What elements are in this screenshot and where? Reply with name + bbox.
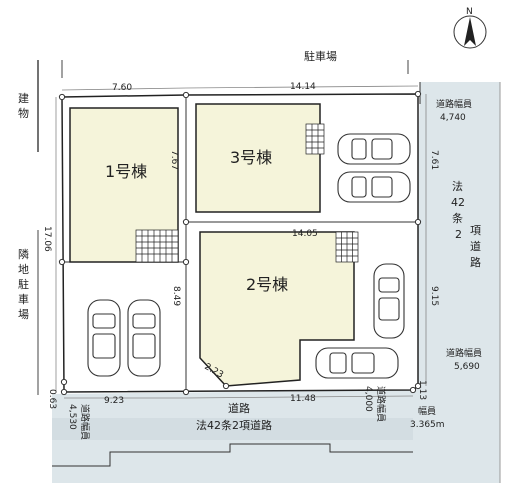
car-icon (87, 299, 121, 377)
dim-bottom-right: 11.48 (290, 394, 316, 404)
svg-text:車: 車 (18, 292, 29, 306)
svg-text:建: 建 (18, 91, 29, 105)
dim-mid-vertical: 8.49 (171, 286, 181, 306)
svg-text:駐: 駐 (18, 277, 29, 291)
svg-text:路: 路 (470, 256, 481, 269)
svg-text:場: 場 (18, 308, 29, 321)
road-width-south-left-label: 道路幅員 (79, 404, 91, 440)
building-3-label: 3号棟 (230, 148, 272, 167)
svg-text:地: 地 (18, 263, 29, 276)
dimension-values: 7.60 14.14 17.06 7.67 14.05 8.49 2.23 7.… (42, 82, 439, 409)
deck-grid-2 (335, 231, 359, 263)
road-width-east-upper-value: 4,740 (440, 113, 466, 123)
road-width-south-right-label: 幅員 (418, 405, 436, 417)
dim-corner-right: 1.13 (417, 380, 427, 400)
road-east-label: 法 42 条 2 項 道 路 (451, 179, 481, 269)
building-left-label: 建 物 (18, 91, 29, 120)
dim-right-lower: 9.15 (429, 286, 439, 306)
car-icons (87, 133, 411, 379)
car-icon (337, 133, 411, 165)
north-arrow-icon: N (453, 7, 487, 49)
south-road-band (52, 418, 413, 440)
road-edge-lower (52, 443, 413, 467)
compass-label: N (466, 7, 473, 17)
dim-bottom-left: 9.23 (104, 396, 124, 406)
car-icon (373, 263, 405, 339)
dim-right-upper: 7.61 (429, 150, 439, 170)
road-width-east-lower-label: 道路幅員 (446, 347, 482, 359)
building-1-label: 1号棟 (105, 162, 147, 181)
neighbor-lines (37, 60, 409, 395)
dim-corner-left: 0.63 (47, 389, 57, 409)
dim-b1-right: 7.67 (169, 150, 179, 170)
dim-mid-right: 14.05 (292, 229, 318, 239)
dimension-lines (55, 85, 427, 399)
road-width-east-upper-label: 道路幅員 (436, 98, 472, 110)
dim-top-left: 7.60 (112, 83, 132, 93)
road-south-label: 道路 (228, 401, 250, 415)
road-width-south-mid-value: 4,000 (363, 386, 373, 412)
corner-markers (58, 90, 422, 396)
road-south-type-label: 法42条2項道路 (196, 418, 272, 432)
deck-grid-1 (135, 229, 179, 263)
road-width-south-mid-label: 道路幅員 (375, 386, 387, 422)
east-road (413, 82, 500, 483)
road-width-east-lower-value: 5,690 (454, 362, 480, 372)
svg-text:道: 道 (470, 239, 481, 253)
svg-text:隣: 隣 (18, 247, 29, 261)
svg-text:42: 42 (451, 196, 465, 209)
svg-text:条: 条 (452, 211, 463, 225)
road-width-annotations: 道路幅員 4,740 道路幅員 5,690 道路幅員 4,530 道路幅員 4,… (67, 98, 482, 440)
building-3-footprint (195, 103, 321, 213)
svg-text:2: 2 (455, 228, 462, 241)
car-icon (127, 299, 161, 377)
svg-text:物: 物 (18, 106, 29, 120)
deck-grid-3 (305, 123, 325, 155)
road-width-south-left-value: 4,530 (67, 404, 77, 430)
parking-north-label: 駐車場 (304, 49, 337, 63)
dim-left-side: 17.06 (42, 226, 52, 252)
road-width-south-right-value: 3.365m (410, 420, 445, 430)
roads (52, 82, 501, 483)
building-2-label: 2号棟 (246, 275, 288, 294)
svg-text:法: 法 (452, 179, 463, 193)
car-icon (337, 171, 411, 203)
svg-text:項: 項 (470, 224, 481, 237)
dim-top-right: 14.14 (290, 82, 316, 92)
car-icon (315, 347, 399, 379)
adjacent-parking-label: 隣 地 駐 車 場 (18, 247, 29, 321)
